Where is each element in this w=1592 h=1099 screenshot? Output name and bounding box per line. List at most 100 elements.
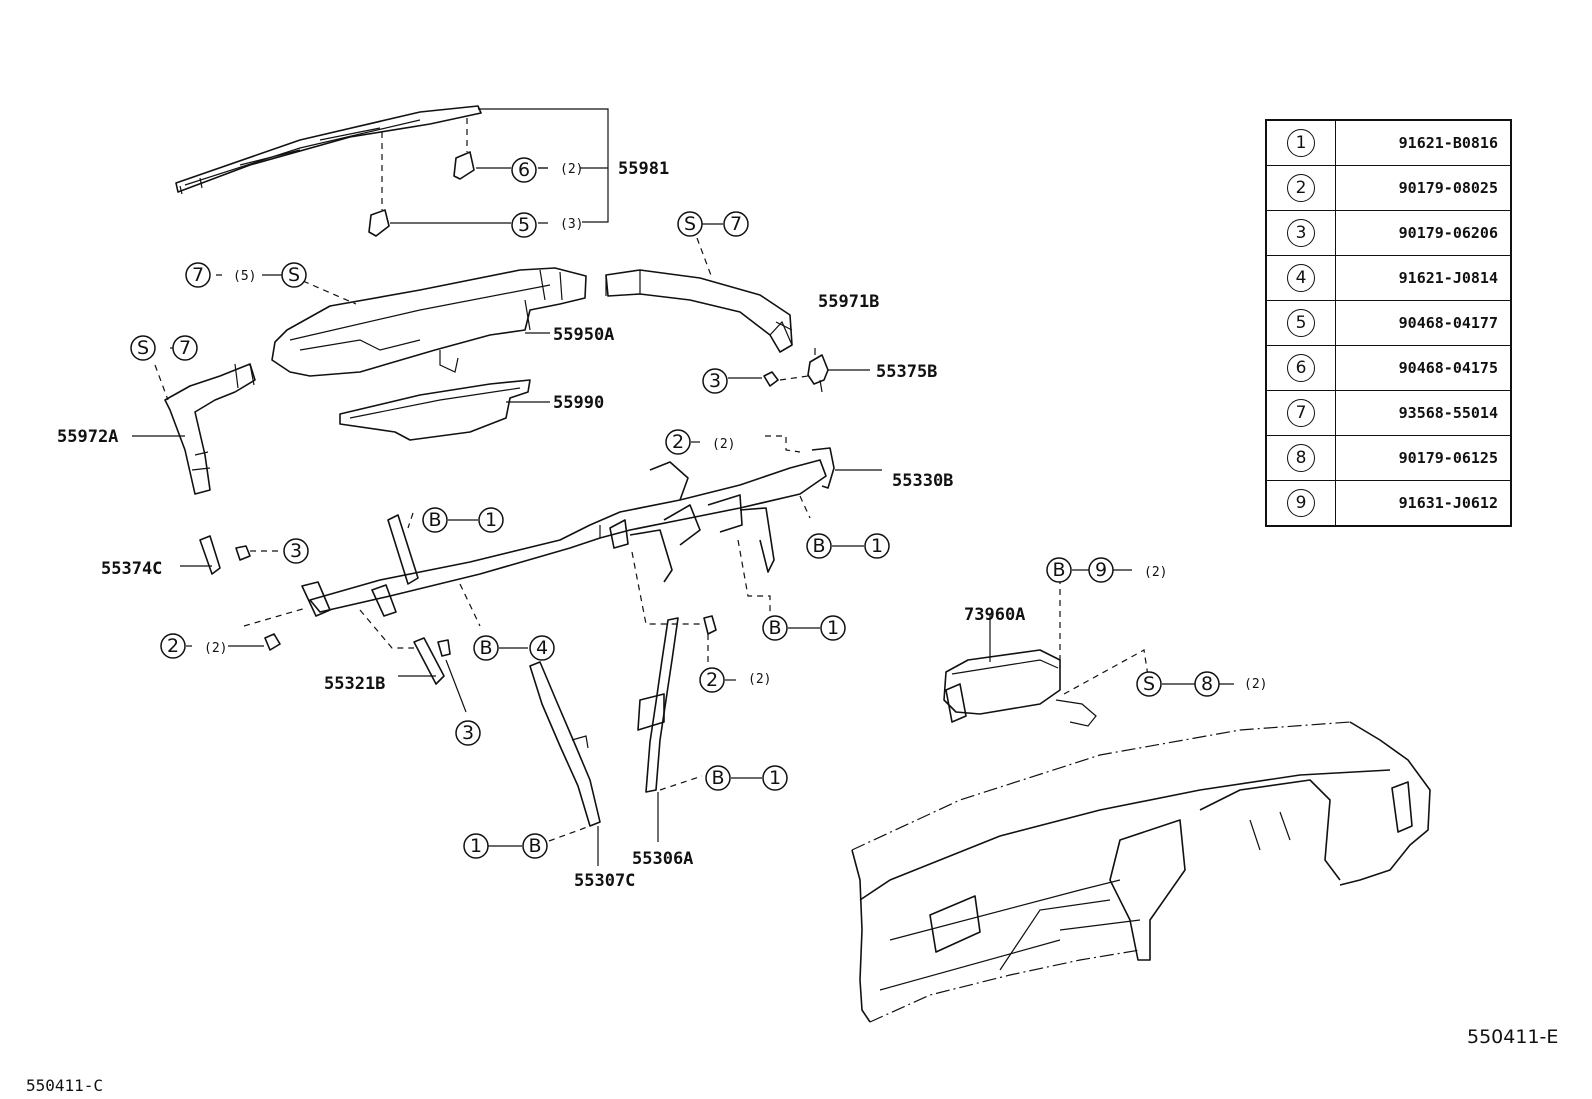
legend-key: 9	[1287, 489, 1315, 517]
leader-dash	[154, 364, 169, 401]
defroster-nozzle-part	[175, 105, 482, 195]
callout-5: 5	[511, 212, 537, 238]
legend-part-number: 90468-04177	[1335, 300, 1512, 346]
label-55972A: 55972A	[57, 427, 118, 447]
legend-key: 4	[1287, 264, 1315, 292]
callout-4: 4	[529, 635, 555, 661]
callout-1: 1	[820, 615, 846, 641]
svg-text:1: 1	[470, 835, 482, 857]
leader-dash	[302, 280, 357, 305]
legend-row: 6 90468-04175	[1265, 345, 1512, 391]
legend-part-number: 90468-04175	[1335, 345, 1512, 391]
svg-text:B: B	[711, 767, 724, 789]
svg-text:9: 9	[1095, 559, 1107, 581]
leader-dash	[459, 583, 481, 627]
bracket-55375B-part	[807, 348, 829, 393]
label-55375B: 55375B	[876, 362, 937, 382]
label-55990: 55990	[553, 393, 604, 413]
leader-dash	[1063, 649, 1149, 695]
instrument-panel-part	[851, 721, 1431, 1023]
svg-text:B: B	[428, 509, 441, 531]
callout-3: 3	[455, 720, 481, 746]
svg-text:1: 1	[827, 617, 839, 639]
label-55330B: 55330B	[892, 471, 953, 491]
leader-dash	[737, 539, 771, 612]
svg-text:S: S	[684, 213, 696, 235]
qty-2a: (2)	[712, 437, 735, 452]
label-55306A: 55306A	[632, 849, 693, 869]
svg-text:B: B	[1052, 559, 1065, 581]
callout-B: B	[705, 765, 731, 791]
leader-dash	[631, 551, 700, 625]
leader	[538, 167, 548, 224]
legend-part-number: 90179-08025	[1335, 165, 1512, 211]
legend-key: 6	[1287, 354, 1315, 382]
qty-6: (2)	[560, 162, 583, 177]
callout-9: 9	[1088, 557, 1114, 583]
legend-part-number: 93568-55014	[1335, 390, 1512, 436]
label-55981: 55981	[618, 159, 669, 179]
qty-2b: (2)	[204, 641, 227, 656]
clip-5-part	[368, 209, 390, 237]
bracket-55321B-part	[413, 637, 451, 685]
svg-text:S: S	[1143, 673, 1155, 695]
svg-text:7: 7	[179, 337, 191, 359]
label-55321B: 55321B	[324, 674, 385, 694]
svg-text:B: B	[528, 835, 541, 857]
svg-text:1: 1	[485, 509, 497, 531]
svg-text:3: 3	[709, 370, 721, 392]
callout-S: S	[677, 211, 703, 237]
leader-dash	[407, 512, 414, 529]
callout-2: 2	[665, 429, 691, 455]
svg-text:1: 1	[871, 535, 883, 557]
svg-text:8: 8	[1201, 673, 1213, 695]
label-55307C: 55307C	[574, 871, 635, 891]
callout-B: B	[1046, 557, 1072, 583]
callout-S: S	[1136, 671, 1162, 697]
svg-text:4: 4	[536, 637, 548, 659]
callout-S: S	[130, 335, 156, 361]
callout-7: 7	[723, 211, 749, 237]
callout-B: B	[422, 507, 448, 533]
legend-key: 7	[1287, 399, 1315, 427]
diagram-code-right: 550411-E	[1467, 1026, 1559, 1048]
legend-part-number: 90179-06206	[1335, 210, 1512, 256]
legend-row: 7 93568-55014	[1265, 390, 1512, 436]
qty-9: (2)	[1144, 565, 1167, 580]
leader-dash	[359, 609, 414, 649]
instrument-panel-reinforcement-part	[301, 447, 835, 617]
svg-text:5: 5	[518, 214, 530, 236]
legend-key: 1	[1287, 129, 1315, 157]
callout-6: 6	[511, 157, 537, 183]
svg-text:1: 1	[769, 767, 781, 789]
callout-B: B	[522, 833, 548, 859]
legend-row: 1 91621-B0816	[1265, 119, 1512, 166]
callout-S: S	[281, 262, 307, 288]
svg-text:7: 7	[730, 213, 742, 235]
svg-text:S: S	[137, 337, 149, 359]
callout-1: 1	[478, 507, 504, 533]
legend-part-number: 91621-B0816	[1335, 119, 1512, 166]
callout-1: 1	[762, 765, 788, 791]
callout-8: 8	[1194, 671, 1220, 697]
center-duct-part	[271, 267, 587, 377]
airbag-module-part	[943, 649, 1097, 727]
brace-55306A-part	[637, 615, 717, 793]
callout-1: 1	[864, 533, 890, 559]
svg-text:B: B	[812, 535, 825, 557]
legend-part-number: 90179-06125	[1335, 435, 1512, 481]
svg-text:2: 2	[167, 635, 179, 657]
callout-2: 2	[699, 667, 725, 693]
leader	[445, 659, 467, 713]
label-73960A: 73960A	[964, 605, 1025, 625]
qty-2c: (2)	[748, 672, 771, 687]
bracket-55981	[478, 108, 609, 223]
callout-B: B	[762, 615, 788, 641]
callout-3: 3	[283, 538, 309, 564]
svg-text:2: 2	[672, 431, 684, 453]
